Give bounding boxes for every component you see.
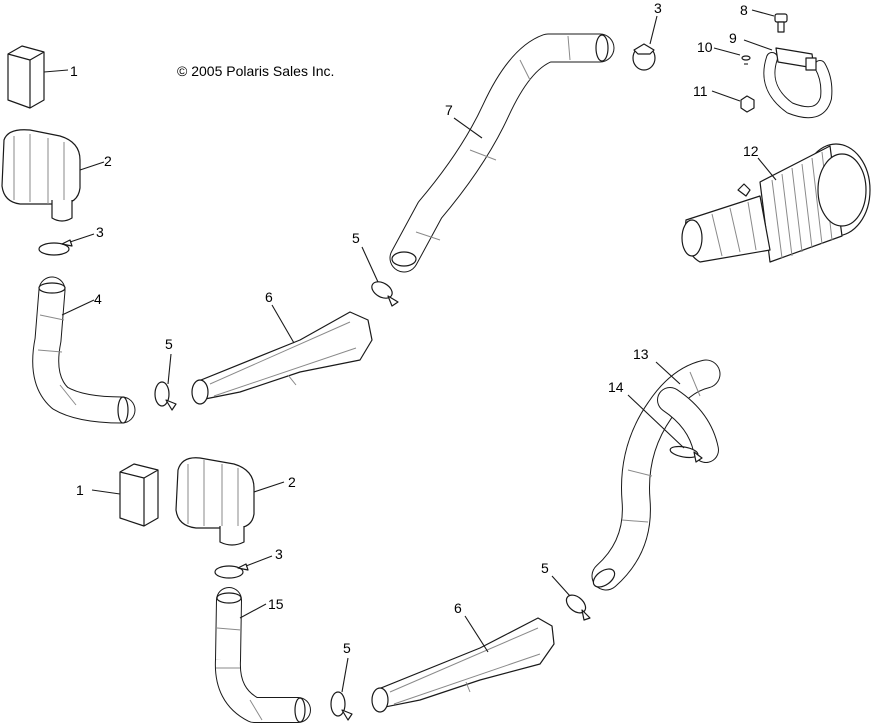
- part-12-air-filter: [681, 143, 871, 263]
- part-6-duct-lower: [371, 617, 555, 713]
- leader-5-bottom-right: [551, 575, 571, 597]
- callout-7: 7: [445, 102, 453, 118]
- leader-3-top: [649, 15, 658, 45]
- callout-1-bottom: 1: [76, 482, 84, 498]
- leader-5-bottom-left: [341, 657, 349, 693]
- leader-2-top: [79, 161, 105, 171]
- leader-11: [711, 90, 741, 102]
- part-5-clamp-bottom-right: [565, 594, 591, 621]
- part-13-curved-hose: [591, 359, 721, 591]
- callout-14: 14: [608, 379, 624, 395]
- callout-4: 4: [94, 291, 102, 307]
- leader-13: [655, 361, 681, 385]
- part-11-nut: [740, 95, 755, 113]
- part-6-duct-upper: [191, 311, 373, 405]
- part-8-bolt: [774, 13, 788, 33]
- part-10-nut: [741, 55, 751, 65]
- callout-3-left: 3: [96, 224, 104, 240]
- callout-3-top: 3: [654, 0, 662, 16]
- leader-4: [61, 299, 95, 316]
- callout-6-upper: 6: [265, 289, 273, 305]
- callout-13: 13: [633, 346, 649, 362]
- part-5-clamp-left: [154, 381, 177, 411]
- part-3-clamp-left: [38, 239, 73, 256]
- leader-2-bottom: [253, 481, 285, 493]
- leader-10: [713, 47, 741, 56]
- copyright-text: © 2005 Polaris Sales Inc.: [177, 63, 334, 79]
- callout-15: 15: [268, 596, 284, 612]
- callout-8: 8: [740, 2, 748, 18]
- part-5-clamp-upper: [371, 281, 399, 307]
- leader-15: [239, 603, 267, 619]
- leader-5-left: [167, 353, 172, 385]
- part-5-clamp-bottom-left: [330, 691, 353, 721]
- part-15-elbow-hose: [214, 587, 311, 723]
- callout-2-bottom: 2: [288, 474, 296, 490]
- leader-3-bottom: [245, 555, 273, 567]
- callout-12: 12: [743, 143, 759, 159]
- leader-12: [757, 157, 777, 181]
- leader-5-upper: [361, 246, 379, 283]
- leader-7: [453, 117, 483, 139]
- part-1-foam-block-bottom: [119, 463, 159, 527]
- callout-9: 9: [729, 30, 737, 46]
- leader-1-top: [43, 69, 69, 73]
- callout-5-bottom-right: 5: [541, 560, 549, 576]
- leader-8: [751, 9, 775, 17]
- leader-14: [627, 394, 685, 449]
- callout-1-top: 1: [70, 63, 78, 79]
- part-9-strap-clamp: [763, 47, 833, 119]
- part-14-clamp: [669, 445, 703, 463]
- callout-5-left: 5: [165, 336, 173, 352]
- callout-6-lower: 6: [454, 600, 462, 616]
- part-2-air-box-bottom: [175, 457, 255, 546]
- callout-5-upper: 5: [352, 230, 360, 246]
- part-1-foam-block-top: [7, 45, 45, 109]
- leader-9: [743, 39, 773, 51]
- callout-3-bottom: 3: [275, 546, 283, 562]
- leader-6-upper: [271, 304, 295, 344]
- callout-11: 11: [693, 83, 708, 99]
- leader-6-lower: [464, 615, 489, 653]
- callout-2-top: 2: [104, 153, 112, 169]
- leader-3-left: [69, 233, 95, 243]
- part-2-air-box-top: [1, 129, 81, 222]
- part-4-elbow-hose: [32, 276, 136, 424]
- part-7-long-hose: [389, 33, 615, 273]
- callout-5-bottom-left: 5: [343, 640, 351, 656]
- part-3-clamp-top: [632, 43, 656, 71]
- callout-10: 10: [697, 39, 713, 55]
- leader-1-bottom: [91, 489, 121, 495]
- part-3-clamp-bottom: [214, 563, 249, 579]
